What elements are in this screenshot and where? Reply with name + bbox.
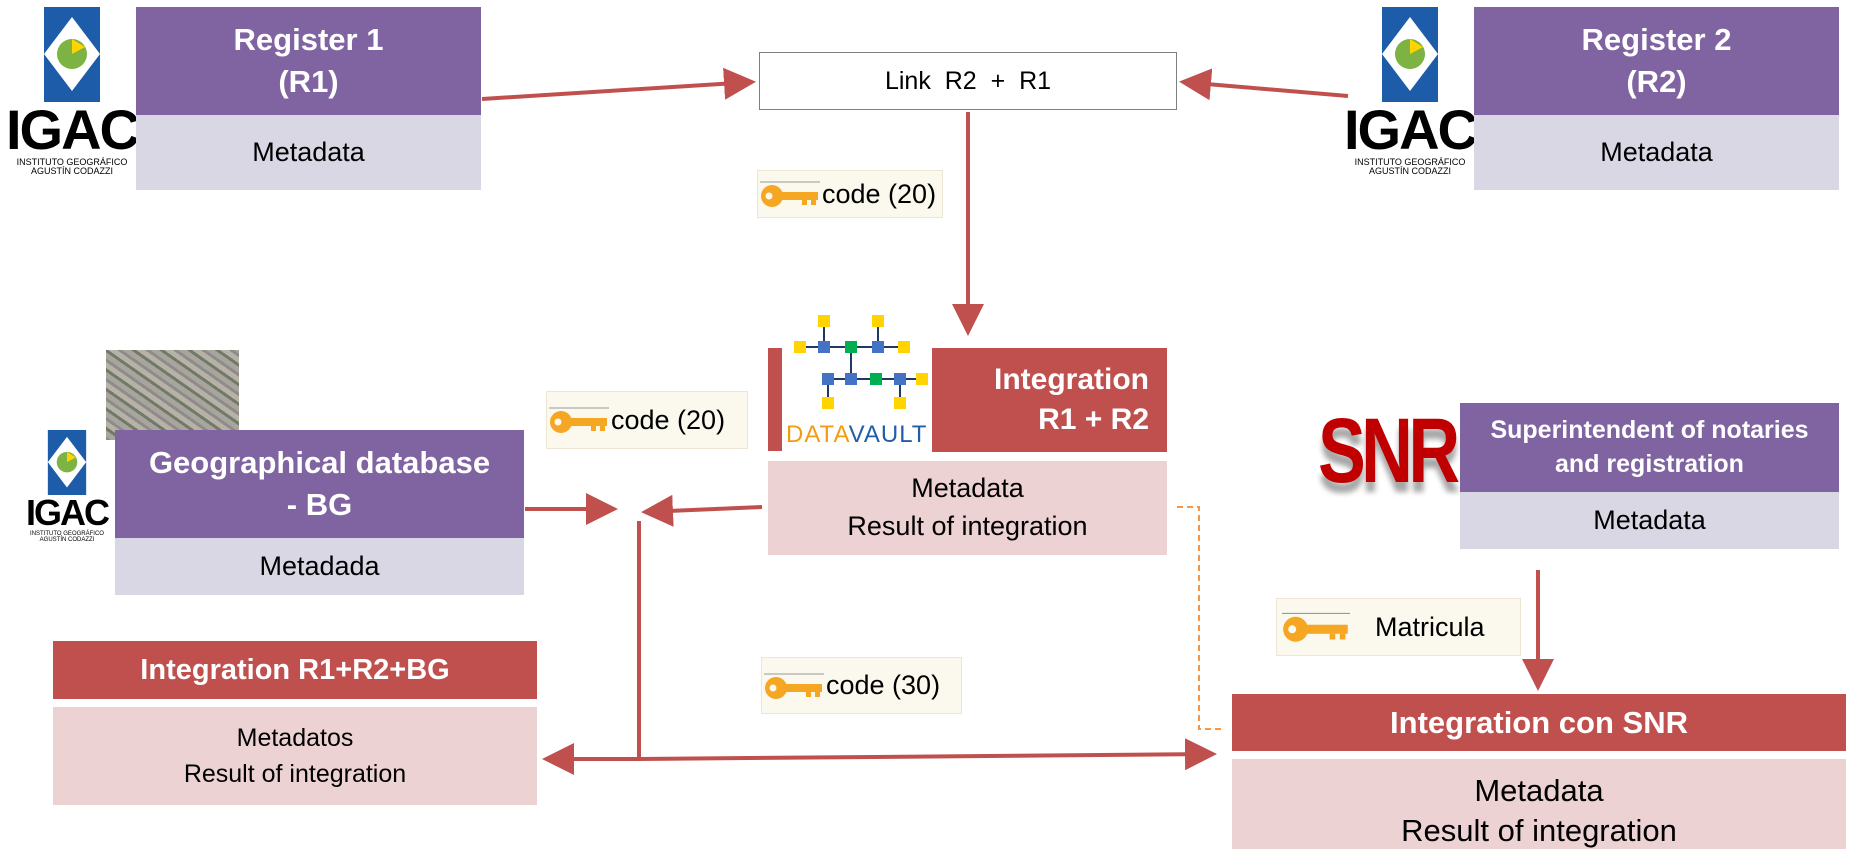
key-code-left: code (20) [546, 391, 748, 449]
dashed-connector [1177, 506, 1221, 730]
datavault-vault: VAULT [848, 421, 928, 448]
key-code-top-label: code (20) [822, 178, 937, 209]
integration-all-metadata: Metadatos Result of integration [53, 707, 537, 805]
geo-title: Geographical database - BG [115, 430, 524, 538]
igac-line1: INSTITUTO GEOGRÁFICO [30, 531, 104, 537]
igac-wordmark: IGAC [6, 98, 140, 161]
arrow-r1-to-link [481, 67, 756, 101]
register1-title: Register 1 (R1) [136, 7, 481, 115]
igac-line2: AGUSTÍN CODAZZI [39, 537, 95, 544]
datavault-logo: DATAVAULT [768, 313, 930, 451]
register1-metadata: Metadata [136, 115, 481, 190]
integration-snr-meta-line1: Metadata [1474, 773, 1604, 808]
integration-all-meta-line1: Metadatos [236, 723, 354, 752]
datavault-network-icon [794, 315, 928, 409]
integration-all-meta-line2: Result of integration [183, 760, 407, 788]
geo-metadata: Metadada [115, 538, 524, 595]
igac-wordmark: IGAC [26, 492, 110, 533]
integration-all-title: Integration R1+R2+BG [53, 641, 537, 699]
link-box: Link R2 + R1 [759, 52, 1177, 110]
key-code-left-label: code (20) [611, 404, 726, 435]
igac-logo-right: IGAC INSTITUTO GEOGRÁFICO AGUSTÍN CODAZZ… [1344, 7, 1478, 192]
key-icon [549, 407, 609, 433]
igac-logo-small: IGAC INSTITUTO GEOGRÁFICO AGUSTÍN CODAZZ… [17, 430, 117, 550]
igac-emblem-icon [44, 7, 100, 102]
key-icon [760, 181, 820, 207]
igac-emblem-icon [1382, 7, 1438, 102]
register2-title: Register 2 (R2) [1474, 7, 1839, 115]
arrow-r2-to-link [1179, 68, 1349, 101]
integration-snr-title: Integration con SNR [1232, 694, 1846, 751]
key-matricula: Matricula [1276, 598, 1521, 656]
key-code-top: code (20) [757, 170, 943, 218]
key-icon [1282, 612, 1350, 642]
arrow-to-integration-snr [638, 738, 1217, 771]
integration-snr-meta-line2: Result of integration [1401, 813, 1677, 849]
integration-snr-metadata: Metadata Result of integration [1232, 759, 1846, 849]
igac-emblem-icon [47, 430, 87, 495]
igac-line1: INSTITUTO GEOGRÁFICO [1354, 157, 1466, 167]
integration-r1r2-meta-line1: Metadata [911, 473, 1024, 504]
igac-line1: INSTITUTO GEOGRÁFICO [16, 157, 128, 167]
igac-wordmark: IGAC [1344, 98, 1478, 161]
key-matricula-label: Matricula [1375, 611, 1485, 642]
register2-metadata: Metadata [1474, 115, 1839, 190]
key-code-bottom: code (30) [761, 657, 962, 714]
snr-title: Superintendent of notaries and registrat… [1460, 403, 1839, 492]
igac-line2: AGUSTÍN CODAZZI [30, 166, 113, 177]
integration-r1r2-metadata: Metadata Result of integration [768, 461, 1167, 555]
key-icon [764, 673, 824, 699]
datavault-data: DATA [786, 421, 849, 448]
snr-metadata: Metadata [1460, 492, 1839, 549]
integration-r1r2-title: Integration R1 + R2 [932, 348, 1167, 452]
igac-line2: AGUSTÍN CODAZZI [1368, 166, 1451, 177]
aerial-photo [106, 350, 239, 440]
key-code-bottom-label: code (30) [826, 670, 941, 700]
igac-logo: IGAC INSTITUTO GEOGRÁFICO AGUSTÍN CODAZZ… [6, 7, 140, 192]
arrow-integration-to-center [641, 494, 763, 527]
snr-logo: SNR [1318, 400, 1460, 502]
integration-r1r2-meta-line2: Result of integration [847, 511, 1088, 541]
